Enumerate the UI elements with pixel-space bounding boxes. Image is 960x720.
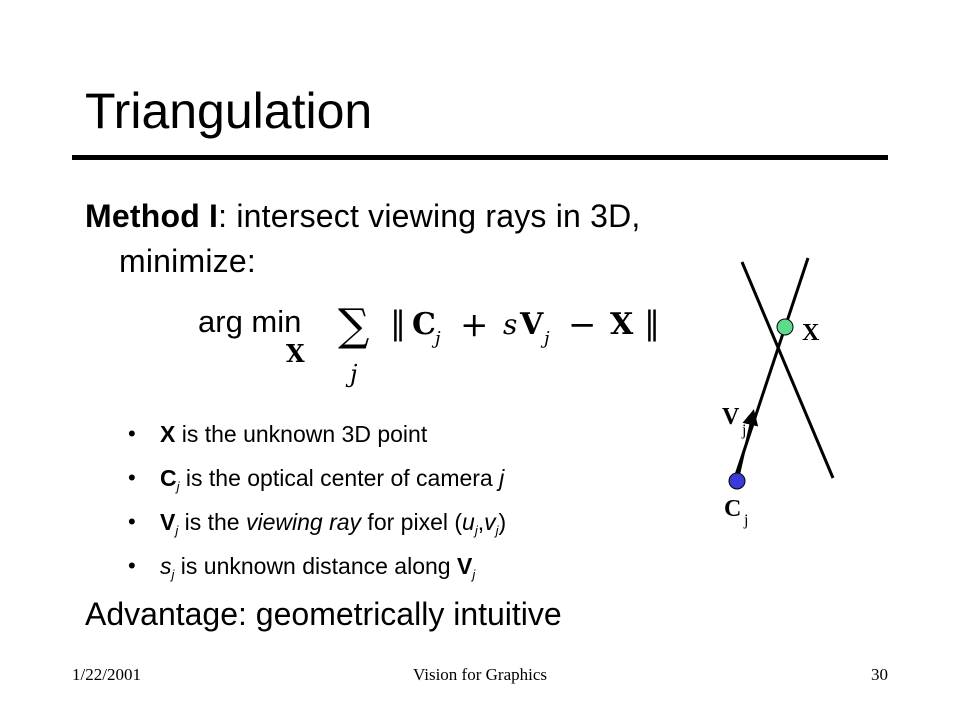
bullet-dot: • [128,553,136,578]
formula-c: C [412,307,436,342]
bullet-dot: • [128,509,136,534]
bullet-text: is the optical center of camera [179,465,500,491]
point-x-marker [776,318,794,336]
triangulation-diagram: X V j C j [722,257,835,529]
formula-s: s [503,308,517,341]
bullet-term-subscript: j [171,567,175,582]
list-item: • Vj is the viewing ray for pixel (uj,vj… [128,500,728,544]
bullet-term: s [160,553,172,579]
formula-sum-symbol: ∑ [338,300,369,351]
bullet-text: is unknown distance along [174,553,457,579]
footer-date: 1/22/2001 [72,665,141,684]
label-c-subscript: j [743,512,748,529]
bullet-text-2: for pixel ( [361,509,463,535]
bullet-term: C [160,465,177,491]
method-description: Method I: intersect viewing rays in 3D, … [85,194,745,284]
bullet-text: is the [178,509,246,535]
label-c: C [724,496,741,522]
formula-v-subscript: j [540,328,550,349]
advantage-text: Advantage: geometrically intuitive [85,596,562,632]
footer-page-number: 30 [871,665,888,684]
formula-sum-index: j [345,360,358,388]
list-item: • sj is unknown distance along Vj [128,544,728,588]
bullet-u-subscript: j [474,523,478,538]
bullet-list: • X is the unknown 3D point • Cj is the … [128,412,728,588]
formula-plus: + [460,305,489,345]
camera-center-marker [728,472,746,490]
bullet-term: V [160,509,176,535]
list-item: • Cj is the optical center of camera j [128,456,728,500]
formula-norm-close: ‖ [644,304,660,342]
formula-minus: − [568,305,597,345]
viewing-ray-vector [737,409,759,480]
method-text: : intersect viewing rays in 3D, [218,198,641,234]
bullet-italic: j [499,465,505,491]
bullet-italic: viewing ray [246,509,362,535]
list-item: • X is the unknown 3D point [128,412,728,456]
formula-v: V [519,307,544,342]
label-x: X [802,320,820,346]
formula-argmin: arg min [198,304,301,339]
argmin-formula: arg min X ∑ j ‖ C j + s V j − X ‖ [198,300,660,388]
slide-title: Triangulation [85,83,373,139]
bullet-term-2: V [456,553,473,579]
title-underline [72,155,888,160]
bullet-v: v [484,509,496,535]
bullet-u: u [462,509,475,535]
bullet-term: X [160,421,176,447]
method-text-continued: minimize: [119,243,256,279]
bullet-term-subscript: j [176,479,180,494]
formula-x: X [610,307,634,342]
method-label: Method I [85,198,219,234]
bullet-comma: , [477,509,485,535]
formula-c-subscript: j [431,328,441,349]
formula-argmin-subscript: X [286,339,305,368]
bullet-text: is the unknown 3D point [175,421,428,447]
label-v-subscript: j [741,422,746,439]
bullet-dot: • [128,421,136,446]
label-v: V [722,404,740,430]
footer-course: Vision for Graphics [412,665,547,684]
viewing-ray-line-1 [740,261,835,479]
bullet-term-subscript: j [175,523,179,538]
bullet-term-2-subscript: j [472,567,476,582]
bullet-v-subscript: j [495,523,499,538]
formula-norm-open: ‖ [390,304,406,342]
bullet-close-paren: ) [498,509,507,535]
bullet-dot: • [128,465,136,490]
